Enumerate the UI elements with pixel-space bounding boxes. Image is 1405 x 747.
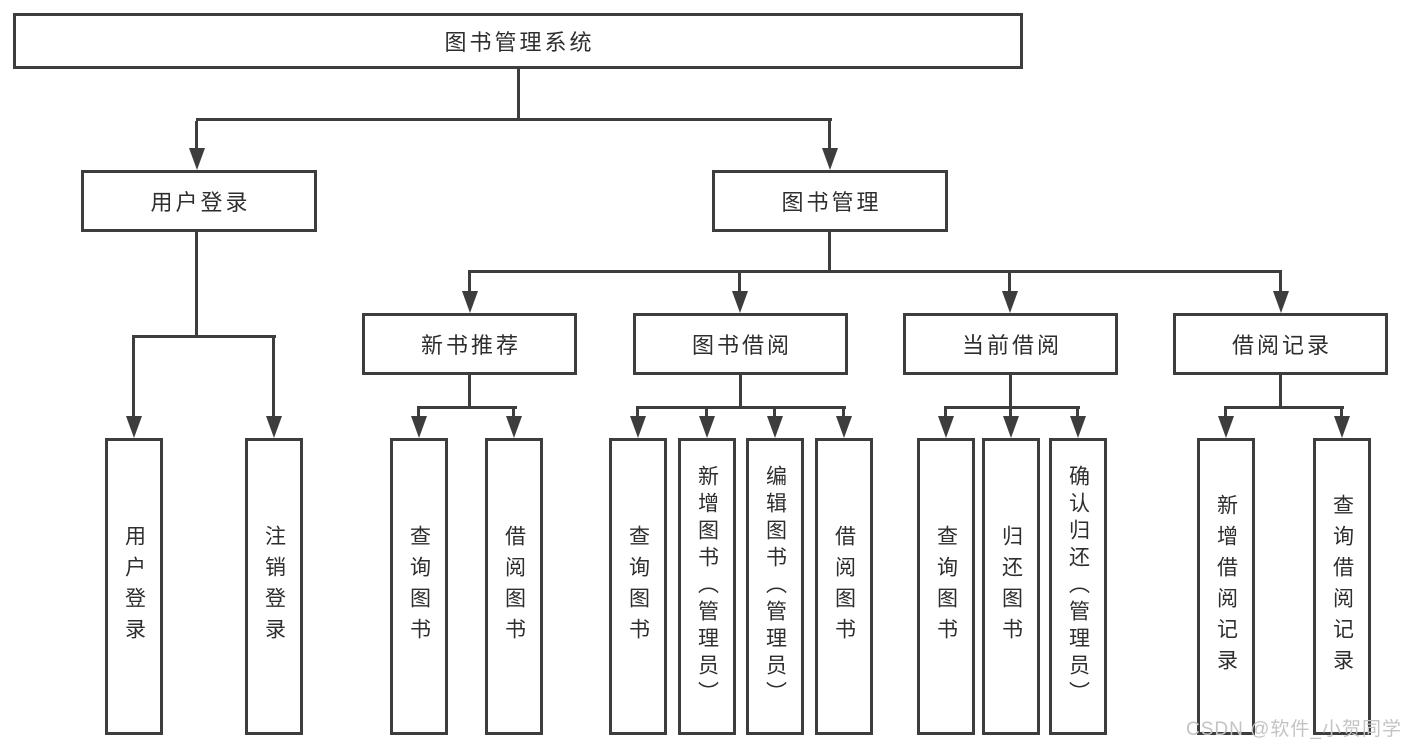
node-new-book-recommendation: 新书推荐 (362, 313, 577, 375)
leaf-query-borrow-record: 查询借阅记录 (1313, 438, 1371, 735)
arrow-down-icon (506, 416, 522, 438)
connector-drop (636, 409, 639, 418)
node-label: 用户登录 (150, 190, 251, 215)
leaf-label: 用户登录 (122, 524, 146, 649)
leaf-query-books-current: 查询图书 (917, 438, 975, 735)
connector-stub (1009, 375, 1012, 409)
connector-root-stub (517, 69, 520, 119)
connector-drop (1340, 409, 1343, 418)
leaf-label: 归还图书 (999, 524, 1023, 649)
watermark: CSDN @软件_小贺同学 (1186, 719, 1402, 740)
arrow-down-icon (1002, 291, 1018, 313)
leaf-logout-login: 注销登录 (245, 438, 303, 735)
connector-branch (417, 406, 517, 409)
connector-branch (636, 406, 846, 409)
leaf-query-books-recommend: 查询图书 (390, 438, 448, 735)
arrow-down-icon (699, 416, 715, 438)
arrow-down-icon (1218, 416, 1234, 438)
node-borrowing-records: 借阅记录 (1173, 313, 1388, 375)
arrow-down-icon (1070, 416, 1086, 438)
connector-drop (1279, 273, 1282, 293)
arrow-down-icon (1334, 416, 1350, 438)
leaf-label: 确认归还（管理员） (1066, 465, 1090, 708)
connector-stub (468, 375, 471, 409)
leaf-label: 注销登录 (262, 524, 286, 649)
node-current-borrowing: 当前借阅 (903, 313, 1118, 375)
leaf-label: 查询图书 (407, 524, 431, 649)
leaf-borrow-books-borrowing: 借阅图书 (815, 438, 873, 735)
arrow-down-icon (1273, 291, 1289, 313)
arrow-down-icon (462, 291, 478, 313)
connector-book-mgmt-branch (468, 270, 1282, 273)
leaf-label: 查询图书 (934, 524, 958, 649)
connector-user-login-stub (195, 232, 198, 338)
connector-user-login-branch (132, 335, 276, 338)
arrow-down-icon (266, 416, 282, 438)
node-label: 当前借阅 (961, 333, 1062, 358)
connector-drop (773, 409, 776, 418)
leaf-add-books-admin: 新增图书（管理员） (678, 438, 736, 735)
connector-branch (1224, 406, 1344, 409)
connector-drop (417, 409, 420, 418)
connector-drop (272, 338, 275, 416)
arrow-down-icon (836, 416, 852, 438)
leaf-label: 查询借阅记录 (1330, 493, 1354, 680)
arrow-down-icon (767, 416, 783, 438)
node-label: 图书管理系统 (444, 30, 595, 55)
connector-stub (739, 375, 742, 409)
leaf-label: 借阅图书 (832, 524, 856, 649)
arrow-down-icon (732, 291, 748, 313)
leaf-label: 查询图书 (626, 524, 650, 649)
connector-drop (512, 409, 515, 418)
leaf-borrow-books-recommend: 借阅图书 (485, 438, 543, 735)
arrow-down-icon (411, 416, 427, 438)
leaf-label: 新增图书（管理员） (695, 465, 719, 708)
arrow-down-icon (189, 148, 205, 170)
node-library-system: 图书管理系统 (13, 13, 1023, 69)
arrow-down-icon (630, 416, 646, 438)
connector-drop (132, 338, 135, 416)
leaf-label: 编辑图书（管理员） (763, 465, 787, 708)
leaf-return-books: 归还图书 (982, 438, 1040, 735)
connector-drop (705, 409, 708, 418)
node-label: 图书借阅 (691, 333, 792, 358)
connector-drop (738, 273, 741, 293)
leaf-edit-books-admin: 编辑图书（管理员） (746, 438, 804, 735)
connector-root-branch (196, 118, 832, 121)
node-book-management: 图书管理 (712, 170, 948, 232)
connector-drop (468, 273, 471, 293)
connector-drop (1076, 409, 1079, 418)
connector-stub (1279, 375, 1282, 409)
arrow-down-icon (1003, 416, 1019, 438)
connector-drop (1224, 409, 1227, 418)
leaf-user-login: 用户登录 (105, 438, 163, 735)
connector-drop (1008, 273, 1011, 293)
node-user-login: 用户登录 (81, 170, 317, 232)
connector-book-mgmt-stub (828, 232, 831, 272)
connector-drop (944, 409, 947, 418)
leaf-label: 借阅图书 (502, 524, 526, 649)
leaf-query-books-borrowing: 查询图书 (609, 438, 667, 735)
connector-user-login-drop (195, 121, 198, 149)
node-label: 新书推荐 (420, 333, 521, 358)
arrow-down-icon (822, 148, 838, 170)
node-label: 图书管理 (781, 190, 882, 215)
leaf-label: 新增借阅记录 (1214, 493, 1238, 680)
leaf-confirm-return-admin: 确认归还（管理员） (1049, 438, 1107, 735)
connector-branch (944, 406, 1080, 409)
node-label: 借阅记录 (1231, 333, 1332, 358)
connector-book-mgmt-drop (828, 121, 831, 149)
leaf-add-borrow-record: 新增借阅记录 (1197, 438, 1255, 735)
arrow-down-icon (938, 416, 954, 438)
connector-drop (842, 409, 845, 418)
arrow-down-icon (126, 416, 142, 438)
connector-drop (1009, 409, 1012, 418)
node-book-borrowing: 图书借阅 (633, 313, 848, 375)
